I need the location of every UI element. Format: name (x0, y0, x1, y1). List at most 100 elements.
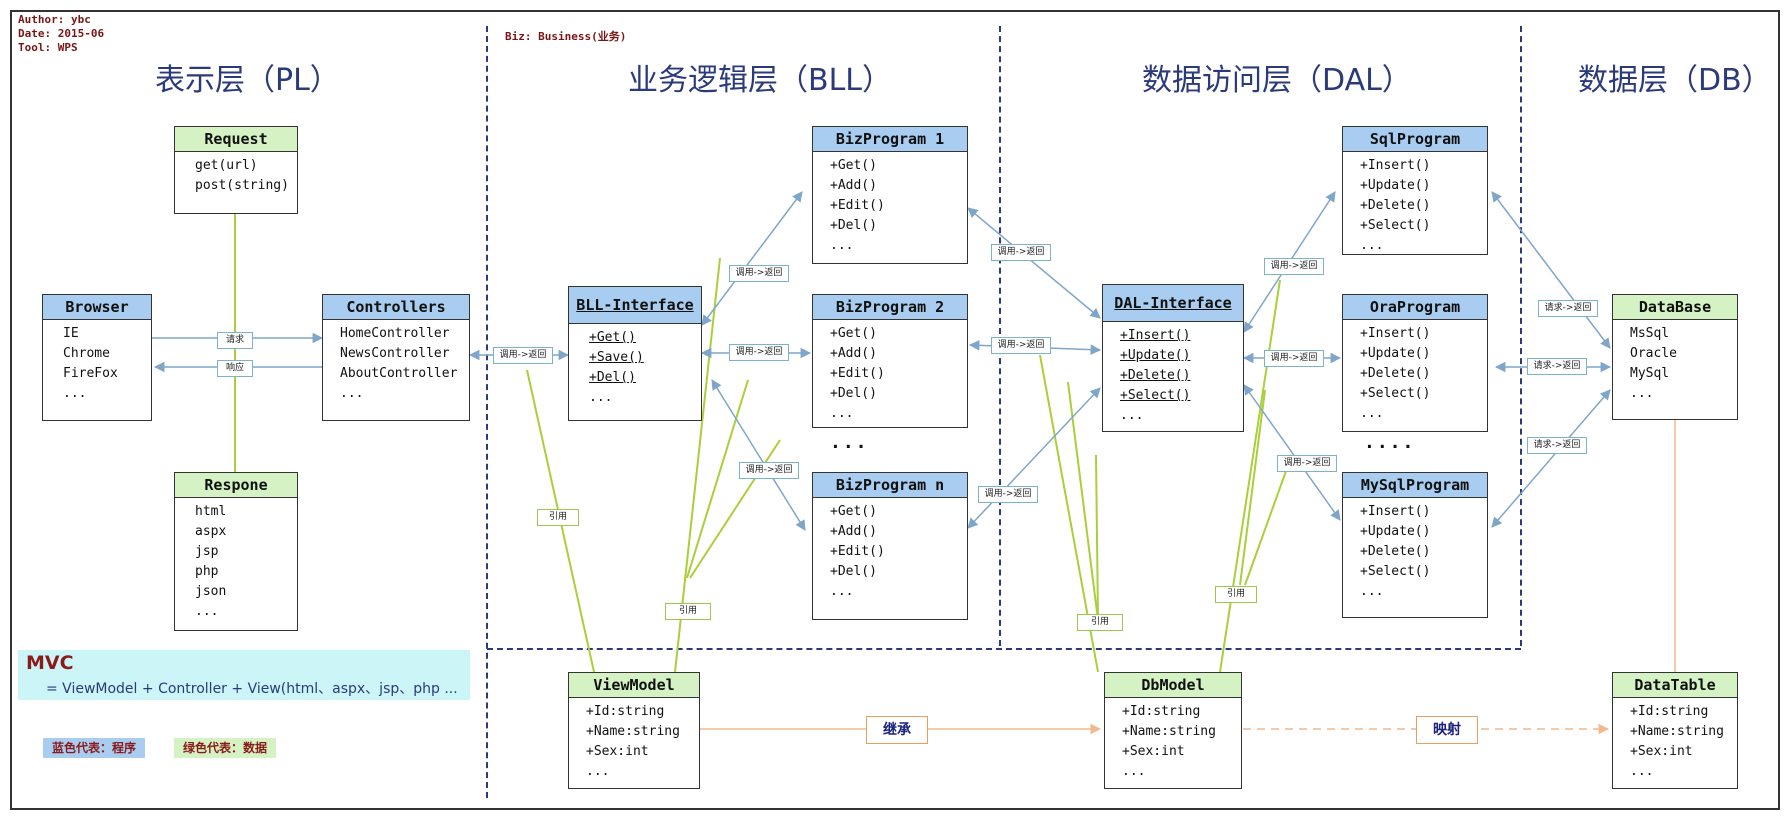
legend-program: 蓝色代表：程序 (43, 738, 146, 758)
datatable-box: DataTable +Id:string +Name:string +Sex:i… (1612, 672, 1738, 789)
viewmodel-box: ViewModel +Id:string +Name:string +Sex:i… (568, 672, 700, 789)
tag-reference: 引用 (1215, 586, 1257, 603)
sql-program-box: SqlProgram +Insert() +Update() +Delete()… (1342, 126, 1488, 255)
request-box: Request get(url) post(string) (174, 126, 298, 214)
datatable-field: +Id:string (1630, 704, 1709, 719)
sql-program-item: +Delete() (1360, 198, 1431, 213)
ref-mid-dbmodel (1095, 454, 1099, 621)
bll-interface-box: BLL-Interface +Get() +Save() +Del() ... (568, 286, 702, 421)
ora-program-item: ... (1360, 406, 1384, 421)
dal-interface-title: DAL-Interface (1103, 285, 1243, 322)
biz-program-n-item: +Del() (830, 564, 877, 579)
sql-program-item: +Insert() (1360, 158, 1431, 173)
controllers-item: NewsController (340, 346, 450, 361)
browser-box: Browser IE Chrome FireFox ... (42, 294, 152, 421)
dal-interface-item: ... (1120, 408, 1144, 423)
mvc-formula: = ViewModel + Controller + View(html、asp… (46, 681, 458, 697)
viewmodel-field: ... (586, 764, 610, 779)
biz-program-n-title: BizProgram n (813, 473, 967, 498)
biz-program-1-item: +Edit() (830, 198, 885, 213)
tag-request: 请求 (217, 332, 253, 349)
biz-program-n-item: ... (830, 584, 854, 599)
datatable-title: DataTable (1613, 673, 1737, 698)
arrow-bll-biz1 (701, 191, 803, 326)
date-label: Date: 2015-06 (18, 27, 105, 40)
ora-program-title: OraProgram (1343, 295, 1487, 320)
layer-title-bll: 业务逻辑层（BLL） (628, 63, 893, 98)
bll-interface-title: BLL-Interface (569, 287, 701, 324)
biz-program-n-box: BizProgram n +Get() +Add() +Edit() +Del(… (812, 472, 968, 620)
tag-call-return: 调用->返回 (1277, 455, 1337, 472)
tag-request-return: 请求->返回 (1527, 358, 1587, 375)
controllers-item: ... (340, 386, 364, 401)
controllers-item: HomeController (340, 326, 450, 341)
datatable-field: ... (1630, 764, 1654, 779)
tag-reference: 引用 (665, 603, 711, 620)
biz-program-2-item: +Get() (830, 326, 877, 341)
mysql-program-item: +Update() (1360, 524, 1431, 539)
database-item: Oracle (1630, 346, 1677, 361)
tag-call-return: 调用->返回 (739, 462, 799, 479)
divider-pl-bll (486, 26, 488, 798)
biz-program-2-item: +Del() (830, 386, 877, 401)
dal-interface-item: +Delete() (1120, 368, 1191, 383)
tag-call-return: 调用->返回 (729, 344, 789, 361)
browser-item: ... (63, 386, 87, 401)
author-label: Author: ybc (18, 13, 91, 26)
bll-interface-item: +Save() (589, 350, 644, 365)
biz-program-1-box: BizProgram 1 +Get() +Add() +Edit() +Del(… (812, 126, 968, 264)
layer-title-db: 数据层（DB） (1578, 63, 1772, 98)
dbmodel-field: +Sex:int (1122, 744, 1185, 759)
sql-program-item: ... (1360, 238, 1384, 253)
biz-program-n-item: +Add() (830, 524, 877, 539)
arrow-biz1-dal (967, 207, 1101, 319)
ref-mysql-dbmodel (1244, 459, 1291, 586)
dal-interface-item: +Update() (1120, 348, 1191, 363)
divider-bll-dal (999, 26, 1001, 646)
sql-program-item: +Update() (1360, 178, 1431, 193)
tag-request-return: 请求->返回 (1538, 300, 1598, 317)
biz-program-2-item: +Add() (830, 346, 877, 361)
biz-program-n-item: +Get() (830, 504, 877, 519)
tag-call-return: 调用->返回 (991, 244, 1051, 261)
inherit-label: 继承 (866, 716, 928, 744)
tag-response: 响应 (217, 360, 253, 377)
mysql-program-title: MySqlProgram (1343, 473, 1487, 498)
database-item: MySql (1630, 366, 1670, 381)
request-item: post(string) (195, 178, 289, 193)
controllers-box: Controllers HomeController NewsControlle… (322, 294, 470, 421)
mvc-note: MVC = ViewModel + Controller + View(html… (18, 650, 470, 700)
dal-program-ellipsis: .... (1364, 432, 1416, 453)
ora-program-item: +Update() (1360, 346, 1431, 361)
arrow-bll-bizn (711, 379, 806, 531)
respone-title: Respone (175, 473, 297, 498)
biz-program-1-item: ... (830, 238, 854, 253)
database-item: MsSql (1630, 326, 1670, 341)
tag-request-return: 请求->返回 (1527, 437, 1587, 454)
database-item: ... (1630, 386, 1654, 401)
biz-program-2-box: BizProgram 2 +Get() +Add() +Edit() +Del(… (812, 294, 968, 428)
dbmodel-field: +Name:string (1122, 724, 1216, 739)
biz-program-2-title: BizProgram 2 (813, 295, 967, 320)
viewmodel-field: +Sex:int (586, 744, 649, 759)
respone-box: Respone html aspx jsp php json ... (174, 472, 298, 631)
browser-item: Chrome (63, 346, 110, 361)
tag-call-return: 调用->返回 (978, 486, 1038, 503)
biz-program-1-title: BizProgram 1 (813, 127, 967, 152)
mysql-program-item: +Select() (1360, 564, 1431, 579)
arrow-bizn-dal (967, 387, 1101, 529)
mysql-program-item: +Insert() (1360, 504, 1431, 519)
dbmodel-field: ... (1122, 764, 1146, 779)
biz-program-ellipsis: ... (830, 432, 869, 453)
biz-program-1-item: +Add() (830, 178, 877, 193)
ora-program-item: +Delete() (1360, 366, 1431, 381)
tag-call-return: 调用->返回 (493, 347, 553, 364)
biz-program-n-item: +Edit() (830, 544, 885, 559)
sql-program-item: +Select() (1360, 218, 1431, 233)
dal-interface-box: DAL-Interface +Insert() +Update() +Delet… (1102, 284, 1244, 432)
ora-program-item: +Insert() (1360, 326, 1431, 341)
viewmodel-field: +Id:string (586, 704, 665, 719)
arrow-sql-database (1491, 191, 1611, 349)
respone-item: ... (195, 604, 219, 619)
sql-program-title: SqlProgram (1343, 127, 1487, 152)
